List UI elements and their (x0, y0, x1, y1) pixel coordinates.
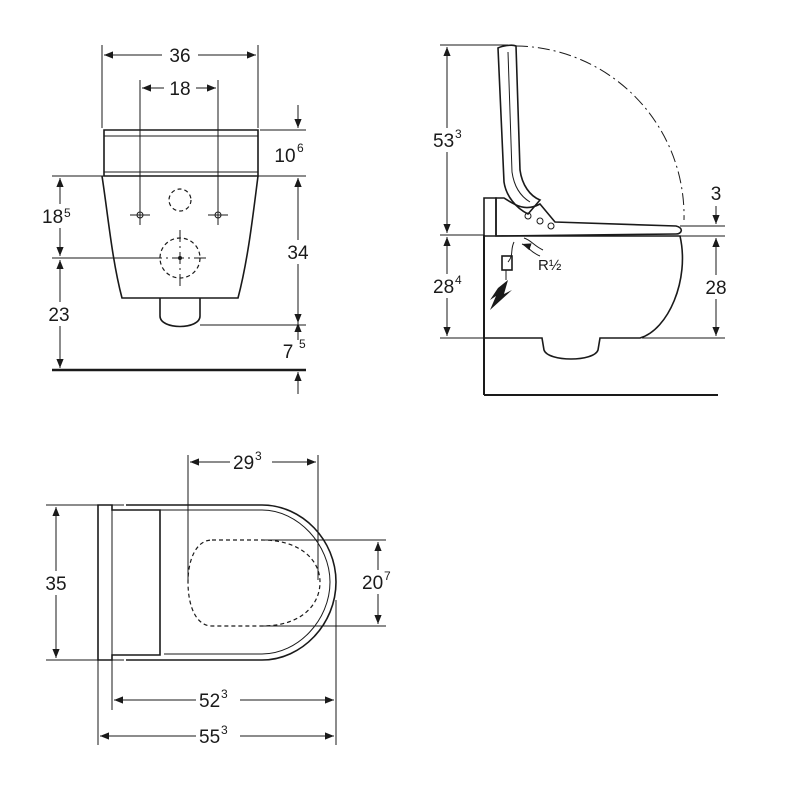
dim-bowl-length: 52 (199, 691, 220, 712)
dim-seat-gap: 3 (711, 184, 722, 205)
dim-seat-length: 29 (233, 453, 254, 474)
dim-top-height: 10 (274, 146, 295, 167)
dim-upper-left: 18 (42, 207, 63, 228)
dim-lid-height-sup: 3 (455, 127, 462, 141)
dim-right-height: 34 (287, 243, 309, 264)
side-view: R½ 53 3 28 4 3 28 (430, 44, 734, 396)
top-seat-opening (187, 539, 321, 627)
electric-icon (490, 280, 512, 310)
dim-lower-left: 23 (48, 305, 69, 326)
side-control-unit (495, 197, 683, 237)
dim-side-left-height: 28 (433, 277, 454, 298)
dim-lid-height: 53 (433, 131, 454, 152)
top-view: 29 3 35 20 7 52 3 55 3 (40, 449, 400, 748)
dim-width: 35 (45, 574, 66, 595)
dim-overall-length-sup: 3 (221, 723, 228, 737)
top-seat (126, 504, 337, 661)
dim-overall-length: 55 (199, 727, 220, 748)
connection-label: R½ (538, 257, 562, 274)
front-bowl (101, 175, 259, 299)
dim-top-height-sup: 6 (297, 141, 304, 155)
dim-side-left-height-sup: 4 (455, 273, 462, 287)
dim-seat-length-sup: 3 (255, 449, 262, 463)
front-left-bolt (130, 205, 150, 225)
dim-seat-width-sup: 7 (384, 569, 391, 583)
front-outlet (159, 298, 201, 328)
side-lid (497, 44, 542, 215)
front-upper-hole (168, 188, 192, 212)
front-view: 36 18 10 6 34 18 5 23 7 5 (38, 44, 314, 394)
top-control-block (97, 504, 161, 661)
dim-side-right-height: 28 (705, 278, 726, 299)
side-bowl (484, 235, 684, 360)
dim-width-total: 36 (169, 46, 190, 67)
dim-floor-gap: 7 (283, 342, 294, 363)
dim-seat-width: 20 (362, 573, 383, 594)
dim-upper-left-sub: 5 (64, 206, 71, 220)
dim-bowl-length-sup: 3 (221, 687, 228, 701)
front-right-bolt (208, 205, 228, 225)
side-hose (507, 241, 515, 263)
dim-floor-gap-sup: 5 (299, 337, 306, 351)
lid-swing-arc (515, 45, 685, 221)
front-cover (103, 129, 259, 177)
dim-hole-spacing: 18 (169, 79, 190, 100)
